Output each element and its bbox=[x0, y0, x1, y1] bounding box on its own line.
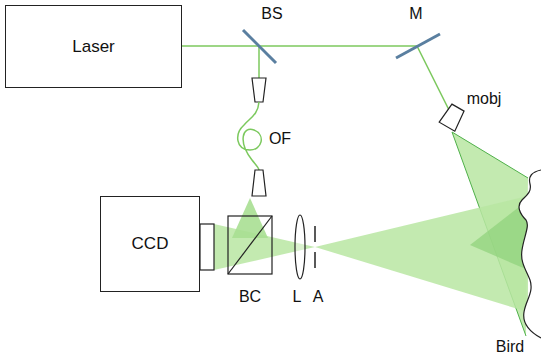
part-label: Bird bbox=[496, 338, 524, 356]
bird-outline bbox=[519, 170, 541, 338]
beam-edge bbox=[452, 132, 528, 178]
instrument-name: Laser bbox=[72, 37, 115, 57]
instrument-name: CCD bbox=[132, 234, 169, 254]
beam-splitter bbox=[243, 30, 276, 63]
lens bbox=[295, 215, 305, 279]
mirror bbox=[396, 34, 440, 58]
instrument-box: CCD bbox=[100, 196, 200, 292]
aperture bbox=[314, 226, 316, 242]
beam-combiner-diagonal bbox=[228, 216, 272, 274]
laser-beam bbox=[182, 45, 417, 47]
part-label: L bbox=[293, 288, 302, 306]
laser-beam bbox=[258, 46, 260, 78]
camera-lens bbox=[200, 224, 214, 270]
part-label: OF bbox=[269, 130, 291, 148]
fiber-coupler bbox=[252, 170, 266, 196]
aperture bbox=[314, 252, 316, 268]
object-beam bbox=[315, 196, 528, 312]
part-label: BS bbox=[261, 5, 282, 23]
microscope-objective bbox=[439, 103, 466, 131]
part-label: BC bbox=[239, 288, 261, 306]
instrument-box: Laser bbox=[5, 5, 182, 88]
fiber-coupler bbox=[252, 78, 266, 102]
beam-combiner bbox=[228, 216, 272, 274]
part-label: A bbox=[313, 288, 324, 306]
optical-fiber bbox=[238, 102, 261, 170]
reference-beam bbox=[232, 198, 268, 238]
laser-beam bbox=[417, 46, 450, 112]
part-label: M bbox=[409, 5, 422, 23]
part-label: mobj bbox=[467, 90, 502, 108]
